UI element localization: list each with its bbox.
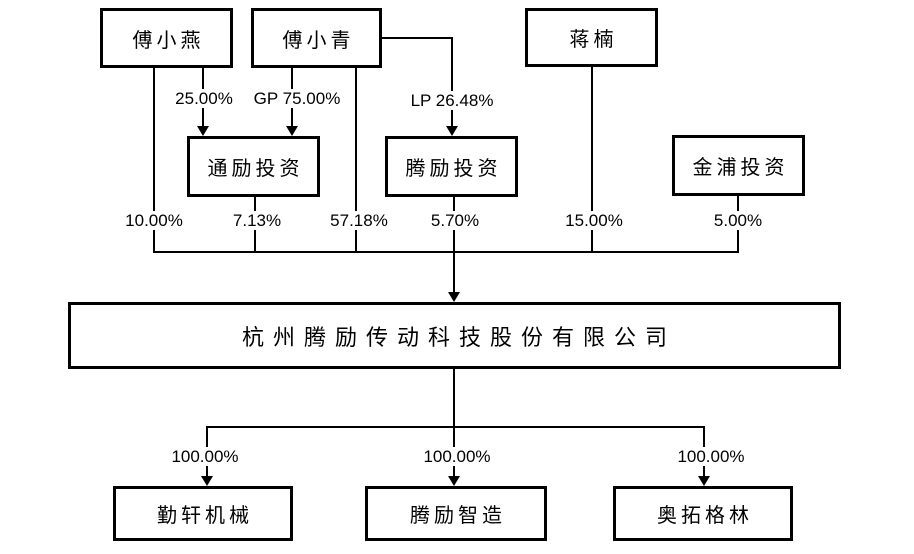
shareholder-box-fu-xiaoqing: 傅小青 xyxy=(251,8,382,68)
edge-label-100-percent-aotuo: 100.00% xyxy=(674,447,748,466)
shareholder-box-fu-xiaoyan: 傅小燕 xyxy=(100,8,233,68)
company-box-hangzhou-tengli: 杭州腾励传动科技股份有限公司 xyxy=(68,302,841,369)
entity-box-tongli-touzi: 通励投资 xyxy=(187,136,320,197)
connector-fu-xiaoqing-direct xyxy=(355,68,357,253)
edge-label-57-18-percent: 57.18% xyxy=(327,211,391,230)
connector-lp-horizontal xyxy=(381,37,453,39)
edge-label-10-percent: 10.00% xyxy=(122,211,186,230)
subsidiary-box-aotuo-gelin: 奥拓格林 xyxy=(613,486,793,541)
entity-box-tengli-touzi: 腾励投资 xyxy=(385,136,518,197)
edge-label-100-percent-qinxuan: 100.00% xyxy=(168,447,242,466)
subsidiary-bus-line xyxy=(206,426,705,428)
shareholder-box-jiang-nan: 蒋楠 xyxy=(525,8,658,67)
shareholder-bus-line xyxy=(153,251,739,253)
connector-jiang-nan-to-bus xyxy=(591,67,593,253)
subsidiary-box-tengli-zhizao: 腾励智造 xyxy=(365,486,547,541)
connector-tengli-to-company xyxy=(453,197,455,292)
arrowhead-down xyxy=(201,476,213,486)
entity-box-jinpu-touzi: 金浦投资 xyxy=(672,135,805,196)
arrowhead-down xyxy=(698,476,710,486)
edge-label-25-percent: 25.00% xyxy=(172,89,236,108)
connector-fu-xiaoyan-direct xyxy=(153,68,155,253)
edge-label-5-percent: 5.00% xyxy=(710,211,766,230)
arrowhead-down xyxy=(448,476,460,486)
edge-label-gp-75-percent: GP 75.00% xyxy=(250,89,344,108)
edge-label-lp-26-48: LP 26.48% xyxy=(407,91,497,110)
arrowhead-down xyxy=(446,126,458,136)
edge-label-5-70-percent: 5.70% xyxy=(427,211,483,230)
edge-label-7-13-percent: 7.13% xyxy=(229,211,285,230)
connector-company-down xyxy=(453,369,455,476)
arrowhead-down xyxy=(286,126,298,136)
subsidiary-box-qinxuan-jixie: 勤轩机械 xyxy=(113,486,293,541)
connector-lp-vertical xyxy=(451,37,453,126)
edge-label-15-percent: 15.00% xyxy=(562,211,626,230)
arrowhead-down xyxy=(448,292,460,302)
arrowhead-down xyxy=(197,126,209,136)
edge-label-100-percent-tengli: 100.00% xyxy=(420,447,494,466)
